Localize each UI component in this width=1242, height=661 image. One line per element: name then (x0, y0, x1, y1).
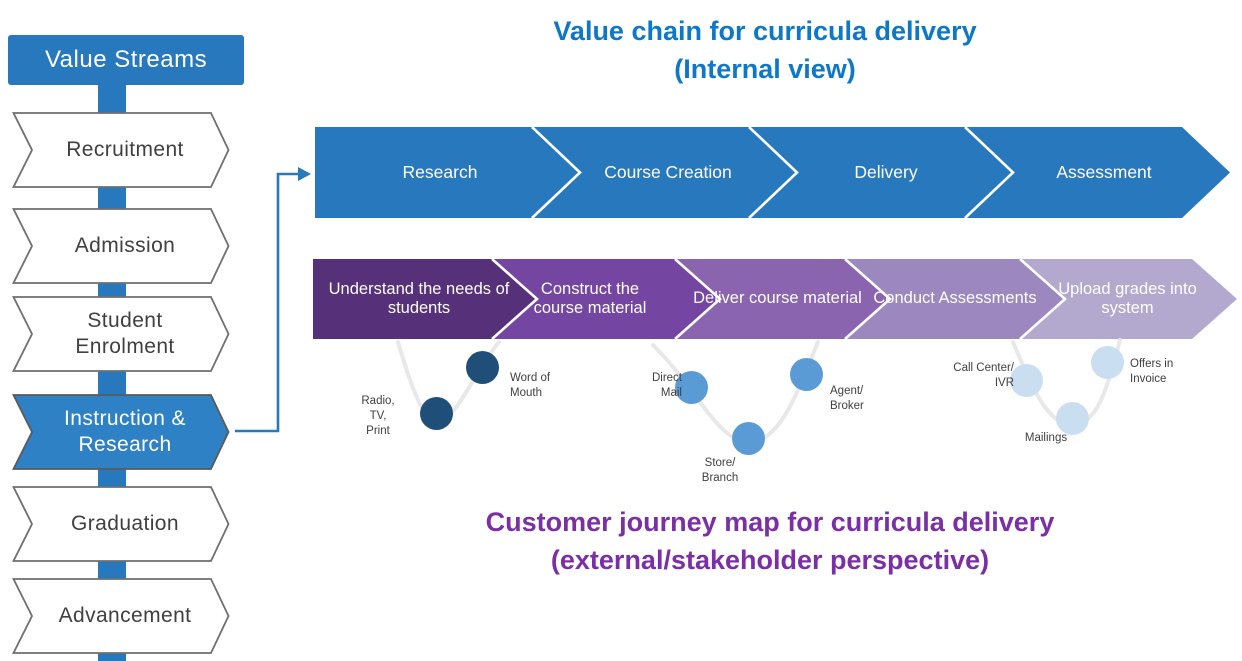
touchpoint-dot-offers-invoice (1091, 346, 1124, 379)
touchpoint-dot-agent-broker (790, 358, 823, 391)
chain-stage-research: Research (402, 162, 478, 182)
touchpoint-label-radio-tv-print: Radio, TV, Print (361, 395, 395, 438)
sidebar-item-label: Student Enrolment (75, 308, 175, 358)
sidebar-item-label: Advancement (58, 603, 192, 627)
touchpoint-label-store-branch: Store/ Branch (701, 457, 739, 485)
value-streams-header: Value Streams (8, 35, 244, 85)
sidebar-item-graduation: Graduation (12, 486, 231, 562)
journey-map-title-line1: Customer journey map for curricula deliv… (485, 507, 1055, 537)
sidebar-item-label: Graduation (71, 511, 179, 535)
chain-stage-course-creation: Course Creation (604, 162, 732, 182)
sidebar-item-admission: Admission (12, 208, 231, 284)
touchpoint-dot-store-branch (732, 422, 765, 455)
value-chain-title-line1: Value chain for curricula delivery (553, 16, 977, 46)
journey-map-title-line2: (external/stakeholder perspective) (550, 545, 990, 575)
touchpoint-label-agent-broker: Agent/ Broker (830, 385, 864, 413)
journey-stage-deliver-material: Deliver course material (693, 289, 862, 308)
journey-map-title: Customer journey map for curricula deliv… (300, 503, 1240, 579)
sidebar-item-advancement: Advancement (12, 578, 231, 654)
journey-stage-understand-needs: Understand the needs of students (328, 279, 510, 317)
touchpoint-dot-word-of-mouth (466, 351, 499, 384)
touchpoint-label-call-center: Call Center/ IVR (953, 362, 1014, 390)
touchpoint-dot-call-center (1010, 364, 1043, 397)
touchpoint-dot-radio-tv-print (420, 397, 453, 430)
chevron-shape (12, 578, 230, 654)
journey-stage-upload-grades: Upload grades into system (1058, 279, 1197, 317)
sidebar-item-label: Admission (74, 233, 176, 257)
touchpoint-label-mailings: Mailings (1024, 432, 1068, 444)
touchpoint-label-direct-mail: Direct Mail (651, 372, 682, 400)
journey-stage-arrow-band (313, 259, 1237, 339)
touchpoint-label-word-of-mouth: Word of Mouth (510, 372, 551, 400)
chevron-shape (12, 486, 230, 562)
chain-stage-delivery: Delivery (854, 162, 918, 182)
connector-arrow-icon (235, 167, 311, 433)
chevron-shape (12, 394, 230, 470)
sidebar-item-label: Instruction & Research (64, 406, 186, 456)
sidebar-item-instruction-research: Instruction & Research (12, 394, 231, 470)
journey-stage-construct-material: Construct the course material (533, 279, 647, 317)
value-chain-title-line2: (Internal view) (674, 54, 856, 84)
sidebar-item-label: Recruitment (66, 137, 184, 161)
sidebar-item-recruitment: Recruitment (12, 112, 231, 188)
value-chain-title: Value chain for curricula delivery (Inte… (300, 12, 1230, 88)
touchpoint-dot-direct-mail (675, 371, 708, 404)
journey-stage-conduct-assessments: Conduct Assessments (873, 289, 1037, 308)
touchpoint-label-offers-invoice: Offers in Invoice (1130, 358, 1174, 386)
chevron-shape (12, 112, 230, 188)
value-streams-title: Value Streams (44, 46, 208, 73)
chevron-shape (12, 296, 230, 372)
sidebar-item-student-enrolment: Student Enrolment (12, 296, 231, 372)
value-chain-arrow-band (315, 126, 1230, 219)
chain-stage-assessment: Assessment (1056, 162, 1152, 182)
chevron-shape (12, 208, 230, 284)
touchpoint-dot-mailings (1056, 402, 1089, 435)
